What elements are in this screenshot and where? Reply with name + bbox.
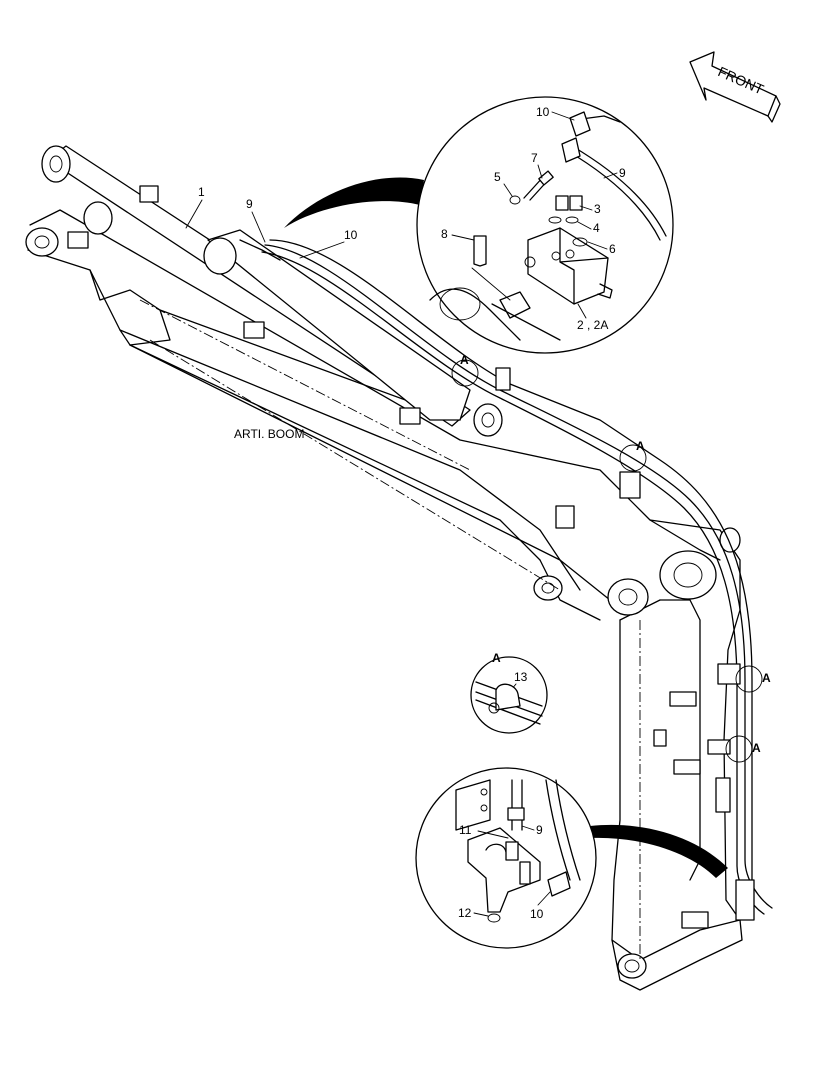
callout-13: 13 [514, 670, 528, 684]
clamp-mark-a1: A [460, 353, 469, 367]
clamp-mark-a4: A [752, 741, 761, 755]
detail-top-callouts: 10 7 9 5 3 4 8 6 2 , 2A [441, 105, 626, 332]
clamp-mark-a3: A [762, 671, 771, 685]
callout-8: 8 [441, 227, 448, 241]
callout-11: 11 [459, 823, 472, 837]
callout-9-top: 9 [619, 166, 626, 180]
callout-10-bottom: 10 [530, 907, 544, 921]
clamp-mark-a2: A [636, 439, 645, 453]
detail-a-mark: A [492, 651, 501, 665]
callout-6: 6 [609, 242, 616, 256]
front-arrow: FRONT [689, 51, 781, 123]
detail-top [416, 96, 674, 354]
clamp-markers: A A A A [451, 353, 771, 763]
detail-bottom-callouts: 11 9 12 10 [458, 823, 551, 921]
clamps [67, 185, 755, 929]
callout-2-2a: 2 , 2A [577, 318, 608, 332]
arti-boom-label: ARTI. BOOM [234, 427, 304, 441]
detail-bottom [415, 767, 597, 949]
callout-5: 5 [494, 170, 501, 184]
detail-a: A 13 [470, 651, 548, 734]
callout-4: 4 [593, 221, 600, 235]
boom-cylinder [41, 145, 471, 427]
detail-pointer-bottom [590, 824, 728, 878]
callout-12: 12 [458, 906, 472, 920]
callout-3: 3 [594, 202, 601, 216]
callout-10-top: 10 [536, 105, 550, 119]
detail-pointer-top [284, 177, 424, 228]
callout-1: 1 [198, 185, 205, 199]
callout-10-main: 10 [344, 228, 358, 242]
main-callouts: 1 9 10 ARTI. BOOM [185, 185, 358, 441]
callout-9-bottom: 9 [536, 823, 543, 837]
callout-9-main: 9 [246, 197, 253, 211]
hose-lines [261, 239, 773, 915]
callout-7: 7 [531, 151, 538, 165]
arm-structure [25, 201, 743, 991]
